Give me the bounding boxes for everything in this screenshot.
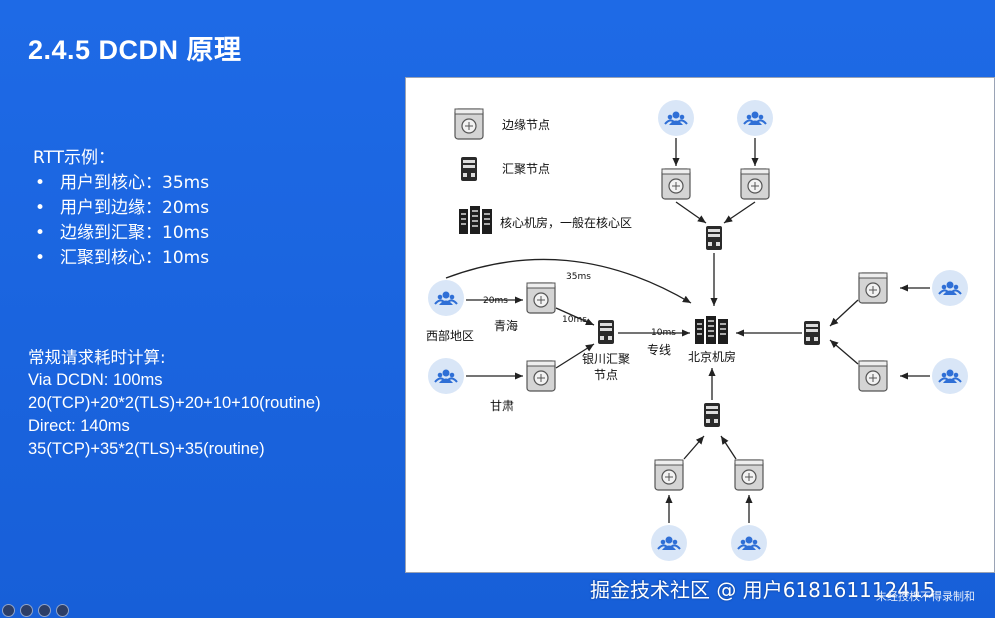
slide-title: 2.4.5 DCDN 原理 <box>28 35 242 65</box>
link-line <box>683 435 705 460</box>
calc-line: 20(TCP)+20*2(TLS)+20+10+10(routine) <box>28 394 321 412</box>
aggregation-node-icon <box>706 226 722 250</box>
beijing-label: 北京机房 <box>688 349 736 364</box>
dedicated-line-label: 专线 <box>647 342 671 357</box>
link-line <box>723 201 756 224</box>
calc-title: 常规请求耗时计算: <box>28 348 166 367</box>
yinchuan-aggregation-icon <box>598 320 614 344</box>
edge-node-icon <box>661 168 691 200</box>
yinchuan-label: 银川汇聚 <box>582 352 630 366</box>
slide-menu-icon[interactable] <box>38 604 51 617</box>
aggregation-node-icon <box>704 403 720 427</box>
rtt-list: 用户到核心：35ms 用户到边缘：20ms 边缘到汇聚：10ms 汇聚到核心：1… <box>33 171 209 271</box>
user-icon-bottom-right <box>730 524 768 562</box>
legend-edge-icon <box>454 108 484 140</box>
dcdn-diagram-svg: 边缘节点 汇聚节点 核心机房，一般在核心区 北京机房 <box>426 99 969 562</box>
gansu-label: 甘肃 <box>490 399 514 413</box>
qinghai-label: 青海 <box>494 318 518 333</box>
qinghai-edge-icon <box>526 282 556 314</box>
link-line <box>555 307 595 326</box>
calc-line: Direct: 140ms <box>28 417 130 435</box>
user-icon-gansu <box>427 357 465 395</box>
latency-label-35ms: 35ms <box>566 272 591 282</box>
link-line <box>675 201 707 224</box>
next-slide-icon[interactable] <box>56 604 69 617</box>
legend-core-label: 核心机房，一般在核心区 <box>500 215 632 230</box>
calc-line: Via DCDN: 100ms <box>28 371 163 389</box>
rtt-heading: RTT示例： <box>33 148 116 168</box>
rtt-examples: RTT示例： 用户到核心：35ms 用户到边缘：20ms 边缘到汇聚：10ms … <box>33 146 209 271</box>
latency-calculation: 常规请求耗时计算: Via DCDN: 100ms 20(TCP)+20*2(T… <box>28 346 321 461</box>
user-icon-right-bottom <box>931 357 969 395</box>
gansu-edge-icon <box>526 360 556 392</box>
latency-label-10ms-core: 10ms <box>651 328 676 338</box>
latency-label-20ms: 20ms <box>483 296 508 306</box>
rtt-item: 边缘到汇聚：10ms <box>33 221 209 246</box>
yinchuan-label-line2: 节点 <box>594 368 618 382</box>
legend-edge-label: 边缘节点 <box>502 118 550 132</box>
user-icon-west <box>427 279 465 317</box>
aggregation-node-icon <box>804 321 820 345</box>
rtt-item: 汇聚到核心：10ms <box>33 246 209 271</box>
user-icon-bottom-left <box>650 524 688 562</box>
dcdn-diagram: 边缘节点 汇聚节点 核心机房，一般在核心区 北京机房 <box>405 77 995 573</box>
rtt-item: 用户到边缘：20ms <box>33 196 209 221</box>
user-icon-top-right <box>736 99 774 137</box>
edge-node-icon <box>740 168 770 200</box>
west-label: 西部地区 <box>426 328 474 343</box>
edge-node-icon <box>858 272 888 304</box>
edge-node-icon <box>734 459 764 491</box>
calc-line: 35(TCP)+35*2(TLS)+35(routine) <box>28 440 265 458</box>
latency-label-10ms: 10ms <box>562 315 587 325</box>
subtitle-fragment: 未经授权不得录制和 <box>876 590 975 603</box>
link-line <box>829 339 859 365</box>
watermark: 掘金技术社区 @ 用户618161112415 <box>590 578 936 602</box>
prev-slide-icon[interactable] <box>2 604 15 617</box>
legend-aggregation-icon <box>461 157 477 181</box>
slide-toolbar <box>2 604 69 617</box>
link-line <box>829 299 859 327</box>
pen-tool-icon[interactable] <box>20 604 33 617</box>
user-icon-right-top <box>931 269 969 307</box>
legend-aggregation-label: 汇聚节点 <box>502 162 550 176</box>
direct-path-curve <box>445 258 692 304</box>
edge-node-icon <box>858 360 888 392</box>
legend-core-icon <box>458 205 493 235</box>
link-line <box>555 343 595 369</box>
user-icon-top-left <box>657 99 695 137</box>
beijing-core-icon <box>694 315 729 345</box>
rtt-item: 用户到核心：35ms <box>33 171 209 196</box>
edge-node-icon <box>654 459 684 491</box>
link-line <box>720 435 737 460</box>
